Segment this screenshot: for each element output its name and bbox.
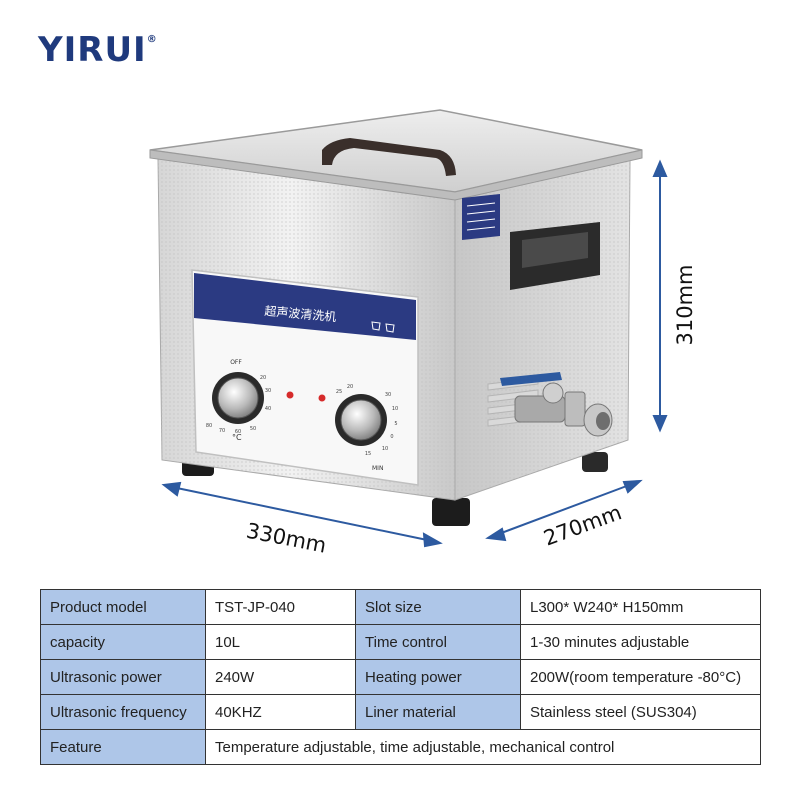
timer-scale: 10 0 5 10 15 20 25 30 [336,384,398,457]
time-mark: 0 [390,434,393,440]
spec-label: capacity [40,624,206,660]
width-label: 330mm [244,519,328,558]
height-arrow [652,159,668,433]
spec-table: Product model TST-JP-040 Slot size L300*… [40,589,761,765]
spec-label: Slot size [355,589,521,625]
feature-value: Temperature adjustable, time adjustable,… [205,729,761,765]
spec-label: Ultrasonic power [40,659,206,695]
lid-handle [322,138,456,176]
spec-label: Liner material [355,694,521,730]
drain-valve [500,372,613,437]
temp-mark: 50 [250,426,256,432]
spec-label: Ultrasonic frequency [40,694,206,730]
panel-title-band [194,273,416,340]
temp-mark: 20 [260,375,266,381]
spec-label: Time control [355,624,521,660]
spec-value: 240W [205,659,356,695]
temperature-scale: 80 70 60 50 40 30 20 [206,375,271,435]
temperature-knob[interactable] [212,372,264,424]
time-mark: 10 [392,406,398,412]
table-row: Feature Temperature adjustable, time adj… [40,729,761,765]
spec-value: Stainless steel (SUS304) [520,694,761,730]
heat-indicator-light [318,394,326,402]
foot-back-right [582,452,608,472]
temp-mark: 80 [206,423,212,429]
feature-label: Feature [40,729,206,765]
table-row: Ultrasonic frequency 40KHZ Liner materia… [40,694,761,730]
time-mark: 5 [394,421,397,427]
table-row: Product model TST-JP-040 Slot size L300*… [40,589,761,625]
spec-value: 40KHZ [205,694,356,730]
table-row: capacity 10L Time control 1-30 minutes a… [40,624,761,660]
time-mark: 25 [336,389,342,395]
spec-value: L300* W240* H150mm [520,589,761,625]
temp-mark: 30 [265,388,271,394]
depth-arrow [485,479,643,542]
temp-mark: 70 [219,428,225,434]
spec-label: Heating power [355,659,521,695]
spec-sticker [462,194,500,240]
height-label: 310mm [673,265,697,346]
temp-mark: 40 [265,406,271,412]
brand-name: YIRUI [38,30,147,70]
temp-mark: 60 [235,429,241,435]
panel-title: 超声波清洗机 [264,303,337,324]
table-row: Ultrasonic power 240W Heating power 200W… [40,659,761,695]
timer-knob[interactable] [335,394,387,446]
power-indicator-light [286,391,294,399]
spec-value: 10L [205,624,356,660]
spec-value: 200W(room temperature -80°C) [520,659,761,695]
celsius-label: °C [232,433,242,442]
off-label: OFF [230,359,242,366]
spec-label: Product model [40,589,206,625]
product-illustration: 超声波清洗机 OFF °C MIN 80 70 60 50 40 30 20 1… [149,109,697,558]
width-arrow [161,481,443,548]
time-mark: 20 [347,384,353,390]
min-label: MIN [372,465,383,472]
spec-value: TST-JP-040 [205,589,356,625]
spec-value: 1-30 minutes adjustable [520,624,761,660]
time-mark: 30 [385,392,391,398]
registered-mark: ® [146,34,158,45]
foot-front-right [432,498,470,526]
brand-logo: YIRUI® [38,30,158,70]
time-mark: 15 [365,451,371,457]
time-mark: 10 [382,446,388,452]
depth-label: 270mm [540,500,624,550]
